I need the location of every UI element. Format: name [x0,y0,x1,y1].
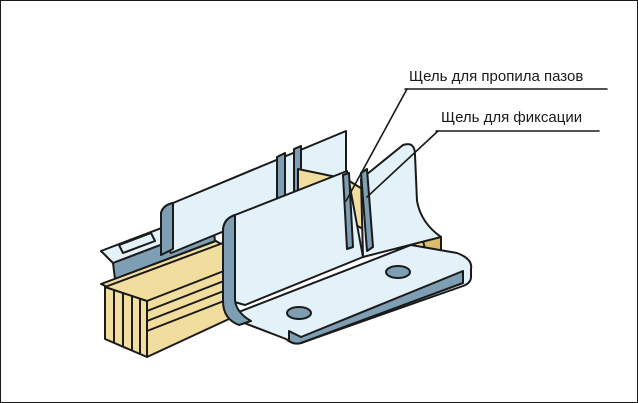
front-base-plate [230,244,473,345]
right-cheek [360,143,442,258]
fixing-slot-label: Щель для фиксации [441,109,583,126]
leader-saw-slot [345,88,408,202]
leader-fixing-slot [366,130,439,198]
saw-slot-label: Щель для пропила пазов [409,68,584,85]
front-wall [222,170,364,326]
